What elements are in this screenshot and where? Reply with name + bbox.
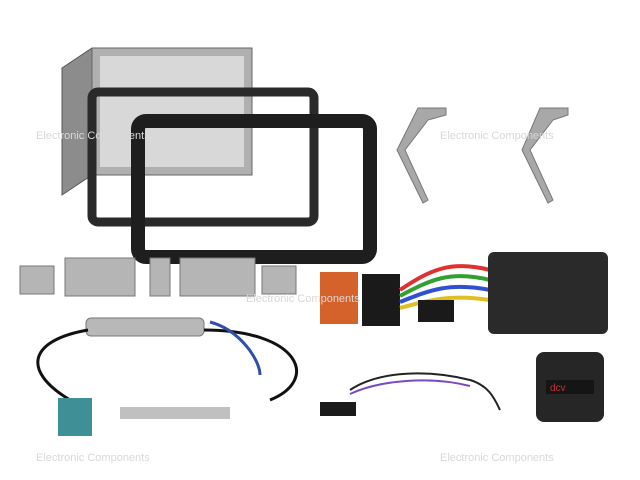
product-label: dcv xyxy=(550,383,566,394)
fascia-frame-front xyxy=(131,114,377,264)
mounting-brackets xyxy=(19,257,297,297)
antenna-adapter xyxy=(36,317,298,436)
fascia-frame-rear xyxy=(87,87,319,227)
release-key-left xyxy=(396,107,447,204)
steering-interface: dcv xyxy=(320,352,604,422)
release-key-right xyxy=(521,107,569,204)
iso-harness xyxy=(320,252,608,334)
mounting-cage xyxy=(61,47,253,196)
